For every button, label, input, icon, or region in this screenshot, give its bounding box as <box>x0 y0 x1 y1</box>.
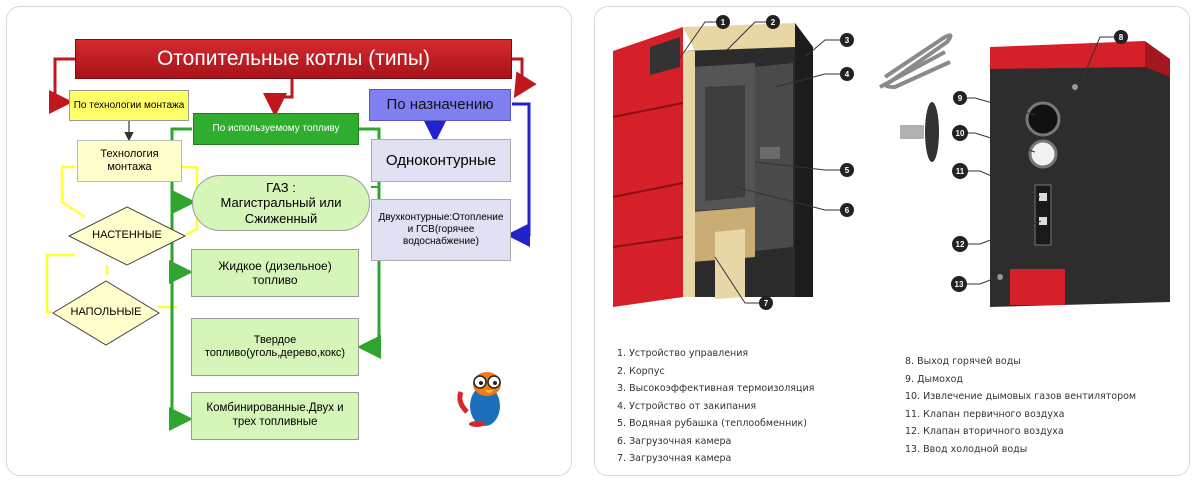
legend-item: 7. Загрузочная камера <box>617 453 732 464</box>
legend-item: 3. Высокоэффективная термоизоляция <box>617 383 815 394</box>
svg-text:9: 9 <box>958 94 963 103</box>
legend-item: 1. Устройство управления <box>617 348 749 359</box>
boiler-structure-panel: 1 2 3 4 5 6 7 8 9 10 11 12 13 1. Устройс… <box>594 6 1190 476</box>
wall-label: НАСТЕННЫЕ <box>92 229 162 242</box>
svg-text:5: 5 <box>845 166 850 175</box>
svg-text:1: 1 <box>721 18 726 27</box>
callout-3: 3 <box>840 33 854 47</box>
callout-4: 4 <box>840 67 854 81</box>
boiler-cutaway-image <box>612 23 813 307</box>
legend-item: 4. Устройство от закипания <box>617 400 757 412</box>
solid-fuel-box: Твердое топливо(уголь,дерево,кокс) <box>191 318 359 376</box>
boiler-illustration: 1 2 3 4 5 6 7 8 9 10 11 12 13 <box>612 15 1170 310</box>
install-tech-sub-box: Технология монтажа <box>77 140 182 182</box>
svg-text:8: 8 <box>1119 33 1124 42</box>
boiler-types-diagram: Отопительные котлы (типы) По технологии … <box>6 6 572 476</box>
single-circuit-box: Одноконтурные <box>371 139 511 182</box>
floor-label: НАПОЛЬНЫЕ <box>70 306 142 319</box>
callout-10: 10 <box>952 125 968 141</box>
legend-item: 13. Ввод холодной воды <box>905 443 1028 455</box>
install-tech-box: По технологии монтажа <box>69 90 189 121</box>
combined-fuel-box: Комбинированные.Двух и трех топливные <box>191 392 359 440</box>
legend-item: 9. Дымоход <box>905 373 963 385</box>
callout-11: 11 <box>952 163 968 179</box>
svg-text:2: 2 <box>771 18 776 27</box>
wall-diamond <box>67 206 187 266</box>
callout-8: 8 <box>1114 30 1128 44</box>
anti-boiling-coil-icon <box>879 33 953 90</box>
svg-text:11: 11 <box>956 167 965 176</box>
boiler-rear-image <box>990 41 1170 307</box>
callout-7: 7 <box>759 296 773 310</box>
legend-item: 11. Клапан первичного воздуха <box>905 408 1065 420</box>
floor-diamond <box>52 280 160 346</box>
callout-9: 9 <box>953 91 967 105</box>
callout-2: 2 <box>766 15 780 29</box>
fuel-box: По используемому топливу <box>193 113 359 145</box>
svg-text:6: 6 <box>845 206 850 215</box>
legend-item: 10. Извлечение дымовых газов вентиляторо… <box>905 391 1137 402</box>
title-box: Отопительные котлы (типы) <box>75 39 512 79</box>
purpose-box: По назначению <box>369 89 511 121</box>
callout-5: 5 <box>840 163 854 177</box>
callout-1: 1 <box>716 15 730 29</box>
callout-13: 13 <box>951 276 967 292</box>
liquid-fuel-box: Жидкое (дизельное) топливо <box>191 249 359 297</box>
legend-item: 8. Выход горячей воды <box>905 356 1021 367</box>
svg-text:3: 3 <box>845 36 850 45</box>
svg-text:10: 10 <box>956 129 965 138</box>
double-circuit-box: Двухконтурные:Отопление и ГСВ(горячее во… <box>371 199 511 261</box>
legend-item: 12. Клапан вторичного воздуха <box>905 426 1064 437</box>
callout-leader-lines <box>676 21 1115 304</box>
legend-item: 2. Корпус <box>617 365 665 377</box>
callout-6: 6 <box>840 203 854 217</box>
legend-left: 1. Устройство управления 2. Корпус 3. Вы… <box>617 345 814 468</box>
gas-box: ГАЗ : Магистральный или Сжиженный <box>192 175 370 231</box>
svg-text:4: 4 <box>845 70 850 79</box>
fan-icon <box>900 102 939 162</box>
callout-12: 12 <box>952 236 968 252</box>
svg-text:7: 7 <box>764 299 769 308</box>
legend-item: 6. Загрузочная камера <box>617 435 732 447</box>
svg-text:13: 13 <box>955 280 964 289</box>
parrot-mascot-icon <box>457 372 501 427</box>
legend-item: 5. Водяная рубашка (теплообменник) <box>617 418 807 429</box>
legend-right: 8. Выход горячей воды 9. Дымоход 10. Изв… <box>905 353 1136 458</box>
svg-text:12: 12 <box>956 240 965 249</box>
